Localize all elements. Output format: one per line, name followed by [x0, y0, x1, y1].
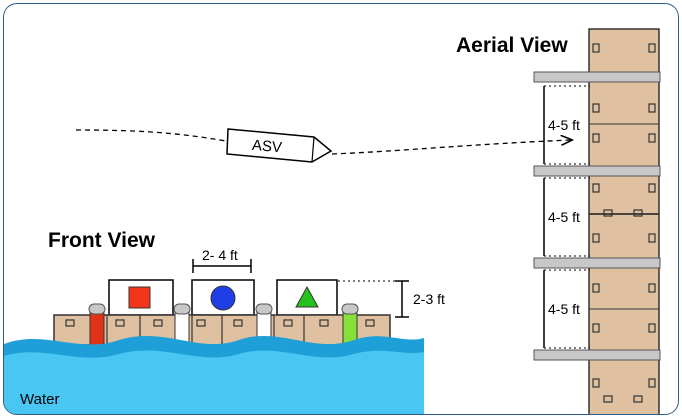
- front-view-title: Front View: [48, 229, 156, 252]
- aerial-view-title: Aerial View: [456, 34, 568, 57]
- blue-circle-icon: [210, 285, 236, 311]
- sign-blue-circle: [191, 279, 255, 316]
- sign-red-square: [108, 279, 174, 316]
- asv-path-in: [75, 129, 227, 142]
- diagram-canvas: Aerial View: [4, 28, 661, 414]
- asv-label: ASV: [251, 137, 282, 157]
- red-square-icon: [128, 286, 151, 309]
- front-width-label: 2- 4 ft: [202, 247, 238, 263]
- front-width-dimension: [192, 259, 252, 273]
- aerial-gap-label: 4-5 ft: [548, 117, 580, 133]
- aerial-gap-dimensions: [543, 85, 590, 349]
- sign-green-triangle: [276, 279, 338, 316]
- aerial-gap-label: 4-5 ft: [548, 209, 580, 225]
- aerial-poles: [533, 71, 661, 361]
- water-label: Water: [20, 391, 59, 408]
- aerial-gap-label: 4-5 ft: [548, 301, 580, 317]
- front-dock: [53, 314, 391, 346]
- green-triangle-icon: [295, 285, 319, 308]
- diagram-frame: Aerial View: [3, 3, 679, 415]
- front-height-dimension: [338, 280, 409, 318]
- front-height-label: 2-3 ft: [413, 291, 445, 307]
- asv-vehicle: ASV: [226, 128, 333, 163]
- water: [4, 336, 424, 414]
- asv-path-out: [331, 140, 571, 155]
- front-buoys: [88, 303, 359, 346]
